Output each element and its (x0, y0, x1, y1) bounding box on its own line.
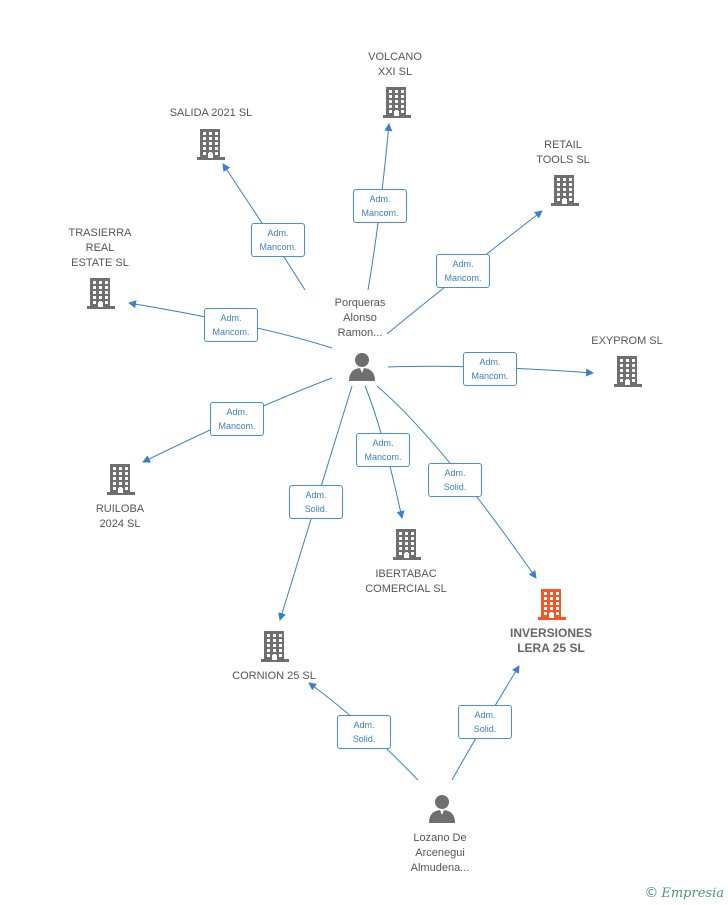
copyright-icon: © (644, 885, 659, 901)
edge-role-badge[interactable]: Adm. Solid. (337, 715, 391, 749)
edge-role-badge[interactable]: Adm. Mancom. (436, 254, 490, 288)
company-label-salida[interactable]: SALIDA 2021 SL (169, 107, 253, 119)
building-icon[interactable] (538, 589, 566, 620)
edge-role-badge[interactable]: Adm. Mancom. (210, 402, 264, 436)
building-icon[interactable] (261, 631, 289, 662)
company-label-volcano[interactable]: VOLCANO XXI SL (368, 51, 422, 78)
edge-porqueras-inversiones (376, 385, 537, 579)
edge-role-badge[interactable]: Adm. Mancom. (353, 189, 407, 223)
brand-name: Empresia (661, 886, 724, 901)
person-label-porqueras[interactable]: Porqueras Alonso Ramon... (334, 297, 386, 339)
company-label-trasierra[interactable]: TRASIERRA REAL ESTATE SL (68, 227, 132, 269)
person-icon[interactable] (429, 795, 455, 823)
edge-role-badge[interactable]: Adm. Solid. (428, 463, 482, 497)
edge-role-badge[interactable]: Adm. Mancom. (356, 433, 410, 467)
building-icon[interactable] (107, 464, 135, 495)
company-label-exyprom[interactable]: EXYPROM SL (591, 335, 663, 347)
company-label-inversiones[interactable]: INVERSIONES LERA 25 SL (509, 626, 593, 655)
edge-role-badge[interactable]: Adm. Mancom. (204, 308, 258, 342)
building-icon[interactable] (614, 356, 642, 387)
edge-role-badge[interactable]: Adm. Mancom. (251, 223, 305, 257)
person-icon[interactable] (349, 353, 375, 381)
person-label-lozano[interactable]: Lozano De Arcenegui Almudena... (410, 832, 470, 874)
company-label-ruiloba[interactable]: RUILOBA 2024 SL (95, 503, 145, 530)
company-label-retail[interactable]: RETAIL TOOLS SL (536, 139, 590, 166)
brand-logo: ©Empresia (644, 885, 724, 901)
building-icon[interactable] (197, 129, 225, 160)
building-icon[interactable] (383, 87, 411, 118)
edge-role-badge[interactable]: Adm. Solid. (458, 705, 512, 739)
edge-role-badge[interactable]: Adm. Solid. (289, 485, 343, 519)
building-icon[interactable] (393, 529, 421, 560)
building-icon[interactable] (87, 278, 115, 309)
company-label-cornion[interactable]: CORNION 25 SL (232, 670, 316, 682)
building-icon[interactable] (551, 175, 579, 206)
edge-role-badge[interactable]: Adm. Mancom. (463, 352, 517, 386)
company-label-ibertabac[interactable]: IBERTABAC COMERCIAL SL (365, 568, 447, 595)
